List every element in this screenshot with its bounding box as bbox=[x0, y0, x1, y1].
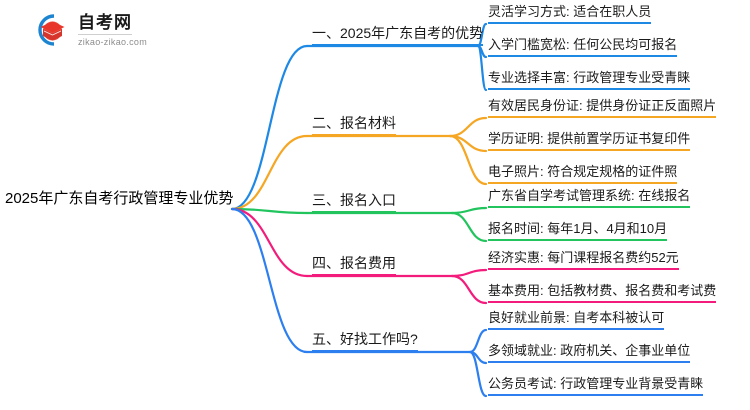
leaf-node-label: 专业选择丰富: 行政管理专业受青睐 bbox=[488, 71, 691, 90]
root-node-label: 2025年广东自考行政管理专业优势 bbox=[5, 190, 234, 207]
mindmap-branch-node-1[interactable]: 一、2025年广东自考的优势 bbox=[312, 26, 484, 46]
leaf-node-label: 基本费用: 包括教材费、报名费和考试费 bbox=[488, 284, 717, 303]
leaf-node-label: 经济实惠: 每门课程报名费约52元 bbox=[488, 251, 679, 270]
graduation-cap-icon bbox=[30, 10, 72, 50]
mindmap-branch-node-4[interactable]: 四、报名费用 bbox=[312, 256, 396, 276]
mindmap-leaf-node-3-2[interactable]: 报名时间: 每年1月、4月和10月 bbox=[488, 222, 668, 241]
leaf-node-label: 多领域就业: 政府机关、企事业单位 bbox=[488, 344, 691, 363]
leaf-node-label: 报名时间: 每年1月、4月和10月 bbox=[488, 222, 668, 241]
mindmap-leaf-node-5-2[interactable]: 多领域就业: 政府机关、企事业单位 bbox=[488, 344, 691, 363]
mindmap-branch-node-5[interactable]: 五、好找工作吗? bbox=[312, 332, 418, 352]
mindmap-leaf-node-2-1[interactable]: 有效居民身份证: 提供身份证正反面照片 bbox=[488, 99, 717, 118]
mindmap-leaf-node-5-3[interactable]: 公务员考试: 行政管理专业背景受青睐 bbox=[488, 377, 704, 396]
branch-node-label: 四、报名费用 bbox=[312, 256, 396, 276]
mindmap-branch-node-3[interactable]: 三、报名入口 bbox=[312, 193, 396, 213]
mindmap-leaf-node-2-3[interactable]: 电子照片: 符合规定规格的证件照 bbox=[488, 165, 678, 184]
leaf-node-label: 灵活学习方式: 适合在职人员 bbox=[488, 5, 652, 24]
leaf-node-label: 有效居民身份证: 提供身份证正反面照片 bbox=[488, 99, 717, 118]
mindmap-leaf-node-4-1[interactable]: 经济实惠: 每门课程报名费约52元 bbox=[488, 251, 679, 270]
site-logo[interactable]: 自考网 zikao-zikao.com bbox=[30, 10, 147, 50]
mindmap-root-node[interactable]: 2025年广东自考行政管理专业优势 bbox=[5, 191, 233, 210]
leaf-node-label: 良好就业前景: 自考本科被认可 bbox=[488, 311, 665, 330]
leaf-node-label: 入学门槛宽松: 任何公民均可报名 bbox=[488, 38, 678, 57]
logo-title-cn: 自考网 bbox=[78, 14, 132, 35]
mindmap-leaf-node-1-1[interactable]: 灵活学习方式: 适合在职人员 bbox=[488, 5, 652, 24]
leaf-node-label: 广东省自学考试管理系统: 在线报名 bbox=[488, 189, 691, 208]
mindmap-leaf-node-1-2[interactable]: 入学门槛宽松: 任何公民均可报名 bbox=[488, 38, 678, 57]
leaf-node-label: 公务员考试: 行政管理专业背景受青睐 bbox=[488, 377, 704, 396]
mindmap-leaf-node-3-1[interactable]: 广东省自学考试管理系统: 在线报名 bbox=[488, 189, 691, 208]
leaf-node-label: 电子照片: 符合规定规格的证件照 bbox=[488, 165, 678, 184]
branch-node-label: 三、报名入口 bbox=[312, 193, 396, 213]
mindmap-leaf-node-2-2[interactable]: 学历证明: 提供前置学历证书复印件 bbox=[488, 132, 691, 151]
mindmap-leaf-node-1-3[interactable]: 专业选择丰富: 行政管理专业受青睐 bbox=[488, 71, 691, 90]
branch-node-label: 二、报名材料 bbox=[312, 116, 396, 136]
mindmap-branch-node-2[interactable]: 二、报名材料 bbox=[312, 116, 396, 136]
branch-node-label: 五、好找工作吗? bbox=[312, 332, 418, 352]
logo-title-en: zikao-zikao.com bbox=[78, 36, 148, 47]
branch-node-label: 一、2025年广东自考的优势 bbox=[312, 26, 484, 46]
logo-text: 自考网 zikao-zikao.com bbox=[78, 14, 147, 47]
leaf-node-label: 学历证明: 提供前置学历证书复印件 bbox=[488, 132, 691, 151]
mindmap-leaf-node-4-2[interactable]: 基本费用: 包括教材费、报名费和考试费 bbox=[488, 284, 717, 303]
mindmap-leaf-node-5-1[interactable]: 良好就业前景: 自考本科被认可 bbox=[488, 311, 665, 330]
